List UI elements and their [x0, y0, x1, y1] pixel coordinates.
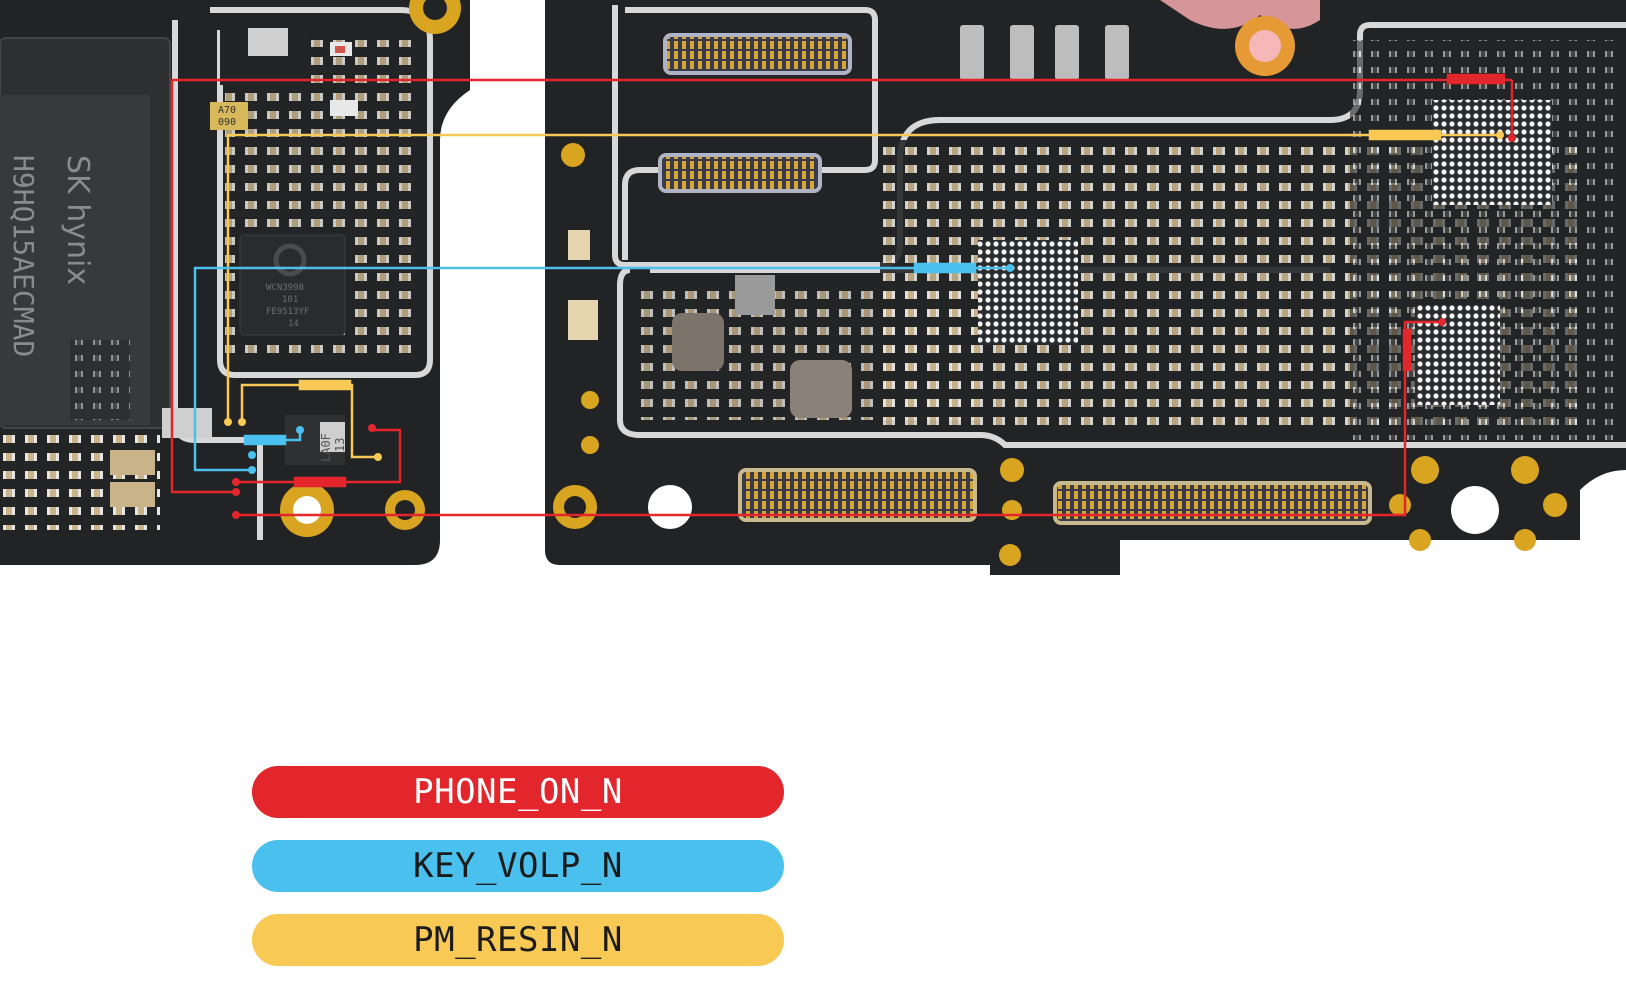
small-part-1-text: A70	[218, 105, 236, 116]
bga-chip-1	[978, 240, 1078, 345]
small-part-4-text: 13	[333, 438, 347, 452]
spring-contacts	[960, 25, 1129, 80]
wifi-chip-line1: WCN3998	[266, 283, 304, 293]
wifi-chip-line3: FE9513YF	[266, 307, 309, 317]
bga-chip-2	[1432, 100, 1552, 205]
right-board	[506, 0, 1626, 575]
mounting-holes	[553, 485, 1499, 534]
fpc-connector-1	[663, 33, 852, 75]
wifi-chip-line2: 101	[282, 295, 298, 305]
wifi-chip	[239, 234, 346, 336]
connector-shield-outline	[622, 7, 878, 260]
trace-phone-on-n	[170, 73, 1516, 519]
fpc-connector-4	[1053, 481, 1372, 525]
gold-pads	[561, 143, 1567, 566]
legend-pm-resin-n: PM_RESIN_N	[252, 914, 784, 966]
fpc-connector-3	[738, 468, 977, 522]
wifi-chip-line4: 14	[288, 319, 299, 329]
memory-chip	[0, 37, 171, 429]
small-part-3-text: LA0F	[319, 433, 333, 462]
legend-key-volp-n: KEY_VOLP_N	[252, 840, 784, 892]
memory-brand-text: SK hynix	[60, 155, 95, 285]
trace-pm-resin-n	[224, 129, 1504, 461]
trace-key-volp-n	[193, 262, 1014, 474]
memory-part-text: H9HQ15AECMAD	[7, 155, 40, 357]
left-board: SK hynix H9HQ15AECMAD A70 090 WCN3998 10…	[0, 0, 470, 565]
legend-phone-on-n: PHONE_ON_N	[252, 766, 784, 818]
fpc-connector-2	[658, 153, 822, 193]
small-part-2-text: 090	[218, 117, 236, 128]
bga-chip-3	[1415, 305, 1500, 405]
